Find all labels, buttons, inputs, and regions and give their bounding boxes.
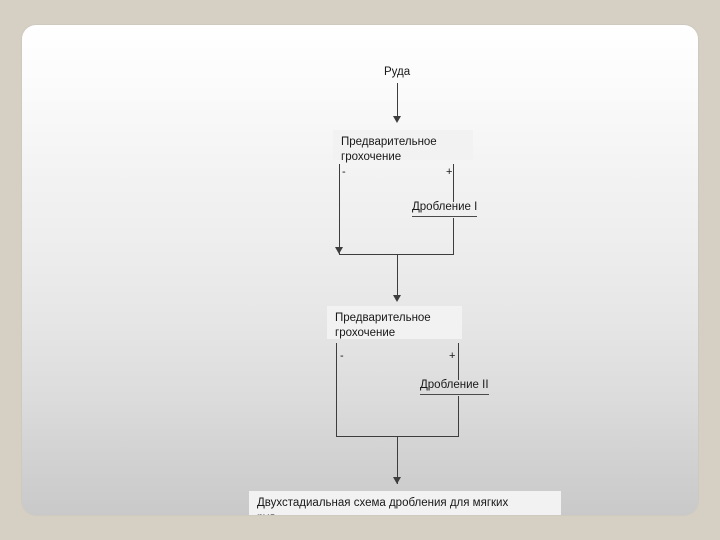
branch-plus-stage1 (453, 164, 454, 202)
branch-minus-stage2 (336, 343, 337, 436)
arrowhead-ore-to-screening1 (392, 116, 401, 123)
node-preliminary-screening-2[interactable]: Предварительное грохочение (327, 306, 462, 339)
arrowhead-stage2-to-caption (392, 477, 401, 484)
connector-crushing2-down (458, 396, 459, 437)
connector-crushing1-down (453, 218, 454, 255)
sign-minus-stage1: - (342, 166, 346, 178)
sign-plus-stage1: + (446, 166, 453, 178)
connector-stage1-to-stage2 (397, 254, 398, 300)
arrowhead-stage1-to-stage2 (392, 295, 401, 302)
sign-minus-stage2: - (340, 350, 344, 362)
ore-label: Руда (384, 66, 411, 78)
sign-plus-stage2: + (449, 350, 456, 362)
connector-ore-to-screening1 (397, 83, 398, 119)
caption-box[interactable]: Двухстадиальная схема дробления для мягк… (249, 491, 561, 515)
connector-stage2-to-caption (397, 436, 398, 484)
merge-line-stage1 (339, 254, 454, 255)
slide-canvas: Руда Предварительное грохочение - + Дроб… (22, 25, 698, 515)
branch-minus-stage1 (339, 164, 340, 254)
label-crushing-2: Дробление II (420, 378, 489, 395)
node-preliminary-screening-1[interactable]: Предварительное грохочение (333, 130, 473, 163)
label-crushing-1: Дробление I (412, 200, 478, 217)
arrowhead-minus-stage1 (334, 247, 343, 254)
branch-plus-stage2 (458, 343, 459, 380)
